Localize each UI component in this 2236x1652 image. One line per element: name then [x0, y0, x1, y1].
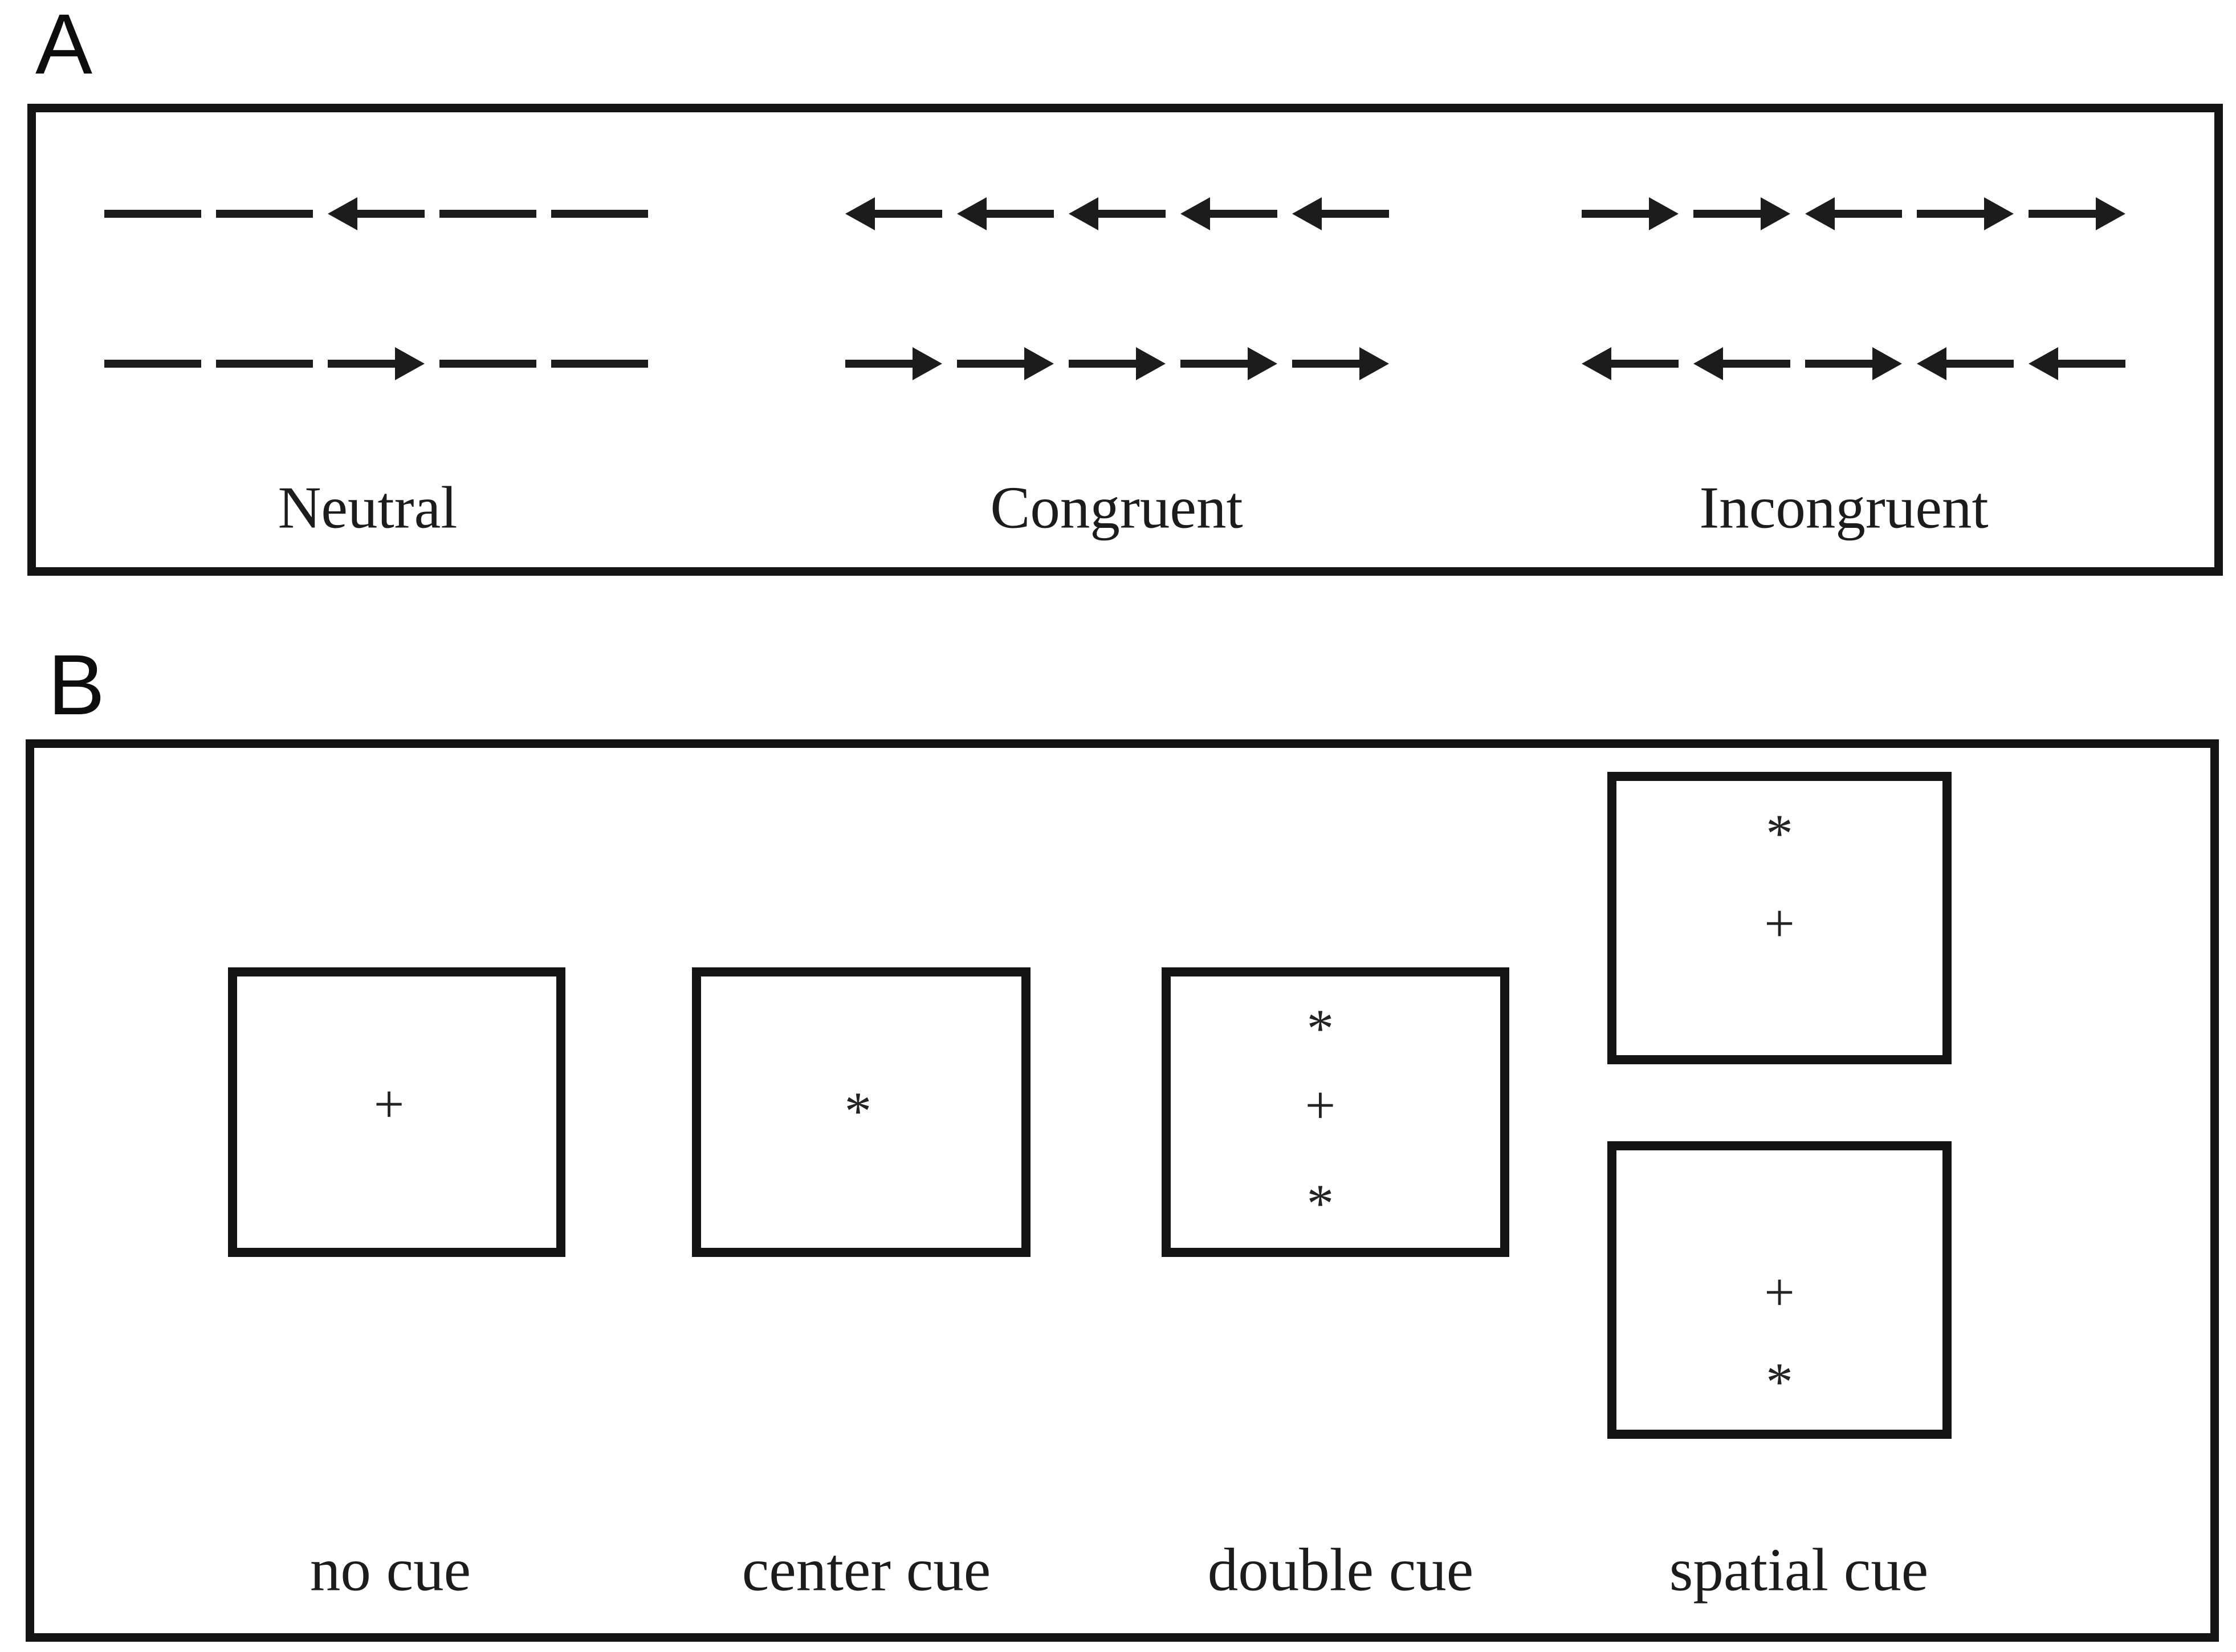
spatial-cue-upper-box: *+	[1607, 772, 1952, 1064]
left-arrowhead-icon	[1069, 197, 1098, 230]
arrow-shaft	[1917, 210, 1987, 218]
flanker-line	[216, 210, 313, 218]
flanker-line	[104, 360, 201, 368]
arrow-shaft	[1805, 360, 1876, 368]
panel-a-letter: A	[35, 0, 93, 92]
left-arrowhead-icon	[845, 197, 875, 230]
left-arrowhead-icon	[957, 197, 987, 230]
arrow-shaft	[845, 360, 916, 368]
flanker-row-congruent-top	[845, 197, 1389, 230]
right-arrowhead-icon	[1248, 347, 1277, 380]
right-arrowhead-icon	[1984, 197, 2014, 230]
cue-asterisk-symbol: *	[1766, 1352, 1793, 1413]
right-arrowhead-icon	[1136, 347, 1166, 380]
arrow-shaft	[328, 360, 398, 368]
right-arrowhead-icon	[913, 347, 942, 380]
right-arrowhead-icon	[1761, 197, 1790, 230]
cue-label-center-cue: center cue	[742, 1536, 991, 1604]
arrow-shaft	[354, 210, 425, 218]
arrow-shaft	[1207, 210, 1277, 218]
center-cue-box: *	[692, 967, 1031, 1257]
arrow-shaft	[957, 360, 1028, 368]
cue-label-double-cue: double cue	[1207, 1536, 1474, 1604]
arrow-shaft	[1318, 210, 1389, 218]
arrow-shaft	[1292, 360, 1363, 368]
fixation-cross-symbol: +	[1305, 1075, 1336, 1136]
panel-a-frame	[27, 104, 2223, 576]
left-arrowhead-icon	[2029, 347, 2058, 380]
arrow-shaft	[983, 210, 1054, 218]
flanker-line	[551, 360, 648, 368]
left-arrowhead-icon	[1292, 197, 1322, 230]
arrow-shaft	[871, 210, 942, 218]
flanker-row-neutral-top	[104, 197, 648, 230]
arrow-shaft	[1720, 360, 1790, 368]
cue-asterisk-symbol: *	[1306, 998, 1334, 1059]
right-arrowhead-icon	[1024, 347, 1054, 380]
left-arrowhead-icon	[1917, 347, 1946, 380]
arrow-shaft	[1180, 360, 1251, 368]
fixation-cross-symbol: +	[373, 1074, 405, 1135]
arrow-shaft	[1831, 210, 1902, 218]
condition-label-incongruent: Incongruent	[1699, 474, 1989, 541]
right-arrowhead-icon	[395, 347, 425, 380]
flanker-line	[551, 210, 648, 218]
left-arrowhead-icon	[1805, 197, 1835, 230]
arrow-shaft	[2029, 210, 2099, 218]
cue-label-no-cue: no cue	[309, 1536, 471, 1604]
arrow-shaft	[2055, 360, 2125, 368]
left-arrowhead-icon	[328, 197, 357, 230]
fixation-cross-symbol: +	[1764, 893, 1795, 954]
flanker-row-incongruent-top	[1582, 197, 2125, 230]
flanker-row-incongruent-bottom	[1582, 347, 2125, 380]
panel-b-letter: B	[48, 637, 105, 733]
arrow-shaft	[1693, 210, 1764, 218]
right-arrowhead-icon	[1872, 347, 1902, 380]
condition-label-neutral: Neutral	[278, 474, 458, 541]
right-arrowhead-icon	[1359, 347, 1389, 380]
no-cue-box: +	[228, 967, 565, 1257]
fixation-cross-symbol: +	[1764, 1262, 1795, 1323]
flanker-line	[439, 210, 536, 218]
cue-label-spatial-cue: spatial cue	[1669, 1536, 1929, 1604]
arrow-shaft	[1608, 360, 1679, 368]
condition-label-congruent: Congruent	[990, 474, 1243, 541]
cue-asterisk-symbol: *	[1306, 1173, 1334, 1234]
double-cue-box: * + *	[1162, 967, 1509, 1257]
right-arrowhead-icon	[2096, 197, 2125, 230]
cue-asterisk-symbol: *	[1766, 803, 1793, 864]
flanker-line	[216, 360, 313, 368]
left-arrowhead-icon	[1582, 347, 1611, 380]
cue-asterisk-symbol: *	[844, 1080, 872, 1141]
right-arrowhead-icon	[1649, 197, 1679, 230]
flanker-line	[104, 210, 201, 218]
arrow-shaft	[1095, 210, 1166, 218]
spatial-cue-lower-box: +*	[1607, 1141, 1952, 1439]
flanker-row-neutral-bottom	[104, 347, 648, 380]
arrow-shaft	[1069, 360, 1139, 368]
left-arrowhead-icon	[1180, 197, 1210, 230]
arrow-shaft	[1582, 210, 1652, 218]
flanker-row-congruent-bottom	[845, 347, 1389, 380]
flanker-line	[439, 360, 536, 368]
left-arrowhead-icon	[1693, 347, 1723, 380]
arrow-shaft	[1943, 360, 2014, 368]
